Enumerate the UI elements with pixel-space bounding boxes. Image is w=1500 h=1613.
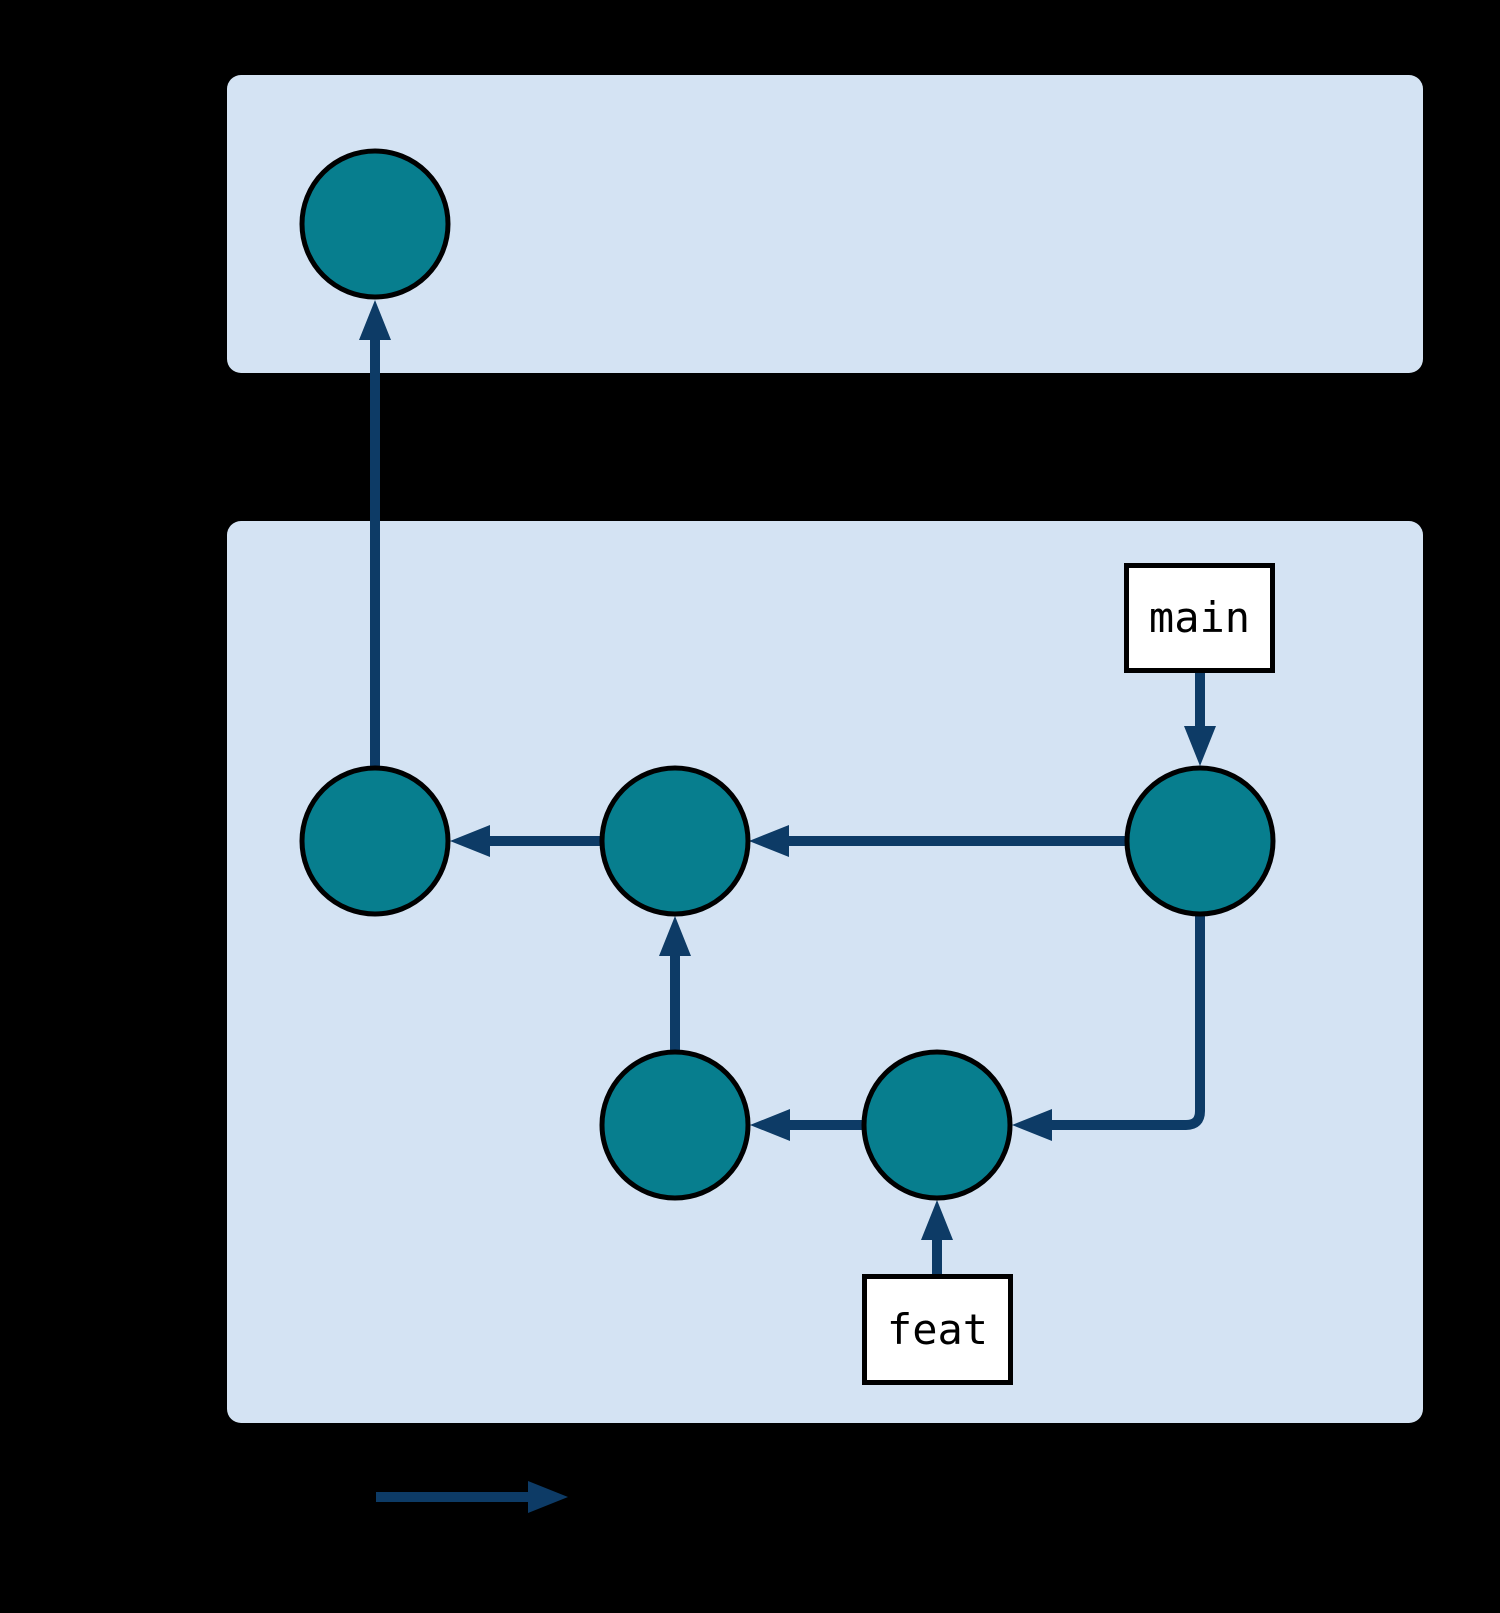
- feat-branch-label: feat: [862, 1274, 1013, 1385]
- commit-node-feat-first: [599, 1049, 751, 1201]
- main-branch-label-text: main: [1148, 593, 1251, 642]
- arrow-merge-second-parent: [1012, 916, 1205, 1141]
- commit-node-feat-head: [861, 1049, 1013, 1201]
- commit-node-main-oldest: [299, 765, 451, 917]
- commit-node-remote: [299, 148, 451, 300]
- commit-node-main-head: [1124, 765, 1276, 917]
- main-branch-label: main: [1124, 563, 1275, 673]
- feat-branch-label-text: feat: [886, 1304, 989, 1354]
- commit-node-main-base: [599, 765, 751, 917]
